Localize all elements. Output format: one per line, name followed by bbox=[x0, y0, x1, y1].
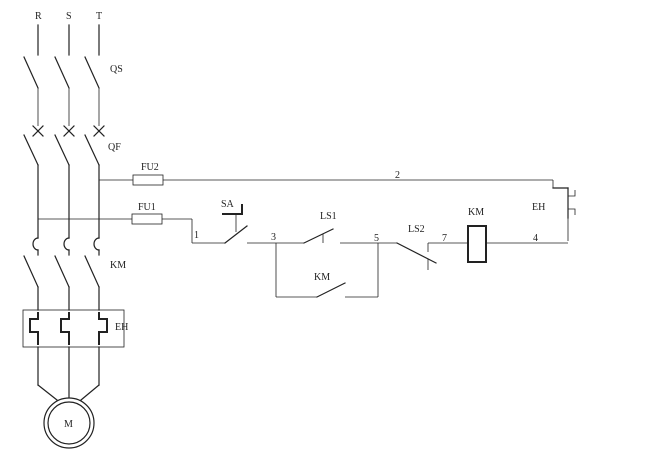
control-wire-2 bbox=[99, 174, 554, 188]
eh-main-label: EH bbox=[115, 322, 128, 333]
qs-isolator-switch bbox=[23, 56, 100, 126]
ls2-limit-switch bbox=[396, 242, 468, 270]
node-7-label: 7 bbox=[442, 233, 447, 244]
phase-r-label: R bbox=[35, 11, 42, 22]
ls1-limit-switch bbox=[275, 228, 334, 244]
qs-label: QS bbox=[110, 64, 123, 75]
eh-ctrl-label: EH bbox=[532, 202, 545, 213]
ls2-label: LS2 bbox=[408, 224, 425, 235]
node-5-label: 5 bbox=[374, 233, 379, 244]
km-coil bbox=[467, 225, 568, 263]
motor-symbol bbox=[43, 397, 95, 449]
node-2-label: 2 bbox=[395, 170, 400, 181]
ls1-label: LS1 bbox=[320, 211, 337, 222]
node-3-label: 3 bbox=[271, 232, 276, 243]
main-conductors bbox=[37, 164, 100, 239]
fu2-label: FU2 bbox=[141, 162, 159, 173]
phase-t-label: T bbox=[96, 11, 102, 22]
km-holding-branch bbox=[275, 243, 379, 298]
km-hold-label: KM bbox=[314, 272, 330, 283]
fu1-label: FU1 bbox=[138, 202, 156, 213]
motor-label: M bbox=[64, 419, 73, 430]
node-4-label: 4 bbox=[533, 233, 538, 244]
km-coil-label: KM bbox=[468, 207, 484, 218]
eh-thermal-relay bbox=[22, 309, 125, 348]
node-1-label: 1 bbox=[194, 230, 199, 241]
qf-circuit-breaker bbox=[23, 125, 105, 166]
eh-control-contact bbox=[552, 187, 576, 241]
sa-label: SA bbox=[221, 199, 235, 210]
control-wire-1 bbox=[38, 213, 225, 244]
supply-lines bbox=[37, 24, 100, 56]
phase-s-label: S bbox=[66, 11, 72, 22]
qf-label: QF bbox=[108, 142, 121, 153]
motor-leads bbox=[37, 346, 100, 401]
km-main-contacts bbox=[23, 237, 100, 311]
km-main-label: KM bbox=[110, 260, 126, 271]
sa-switch bbox=[222, 204, 275, 244]
